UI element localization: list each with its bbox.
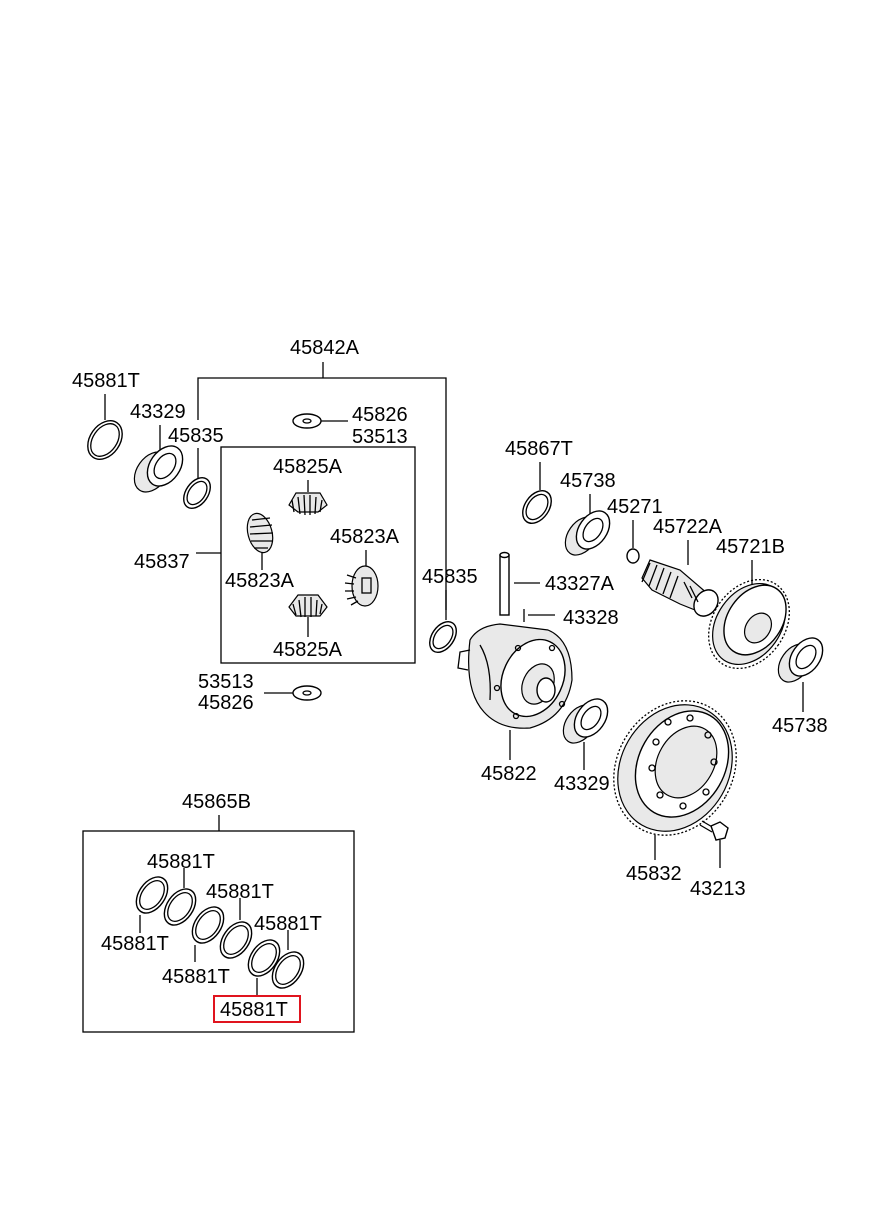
tapered-bearing-top[interactable] [127, 439, 190, 498]
kit-ring-6[interactable] [266, 946, 310, 994]
label-45271[interactable]: 45271 [607, 496, 663, 518]
kit-ring-3[interactable] [186, 901, 230, 949]
label-kit-d[interactable]: 45881T [101, 933, 169, 955]
label-kit-b[interactable]: 45881T [206, 881, 274, 903]
label-kit-highlighted[interactable]: 45881T [220, 999, 288, 1021]
label-43329-bottom[interactable]: 43329 [554, 773, 610, 795]
pinion-gear-top[interactable] [288, 492, 328, 516]
label-45835-right[interactable]: 45835 [422, 566, 478, 588]
label-kit-a[interactable]: 45881T [147, 851, 215, 873]
label-kit-e[interactable]: 45881T [162, 966, 230, 988]
label-45826-top[interactable]: 45826 [352, 404, 408, 426]
bolt-43213[interactable] [699, 820, 729, 841]
label-45721B[interactable]: 45721B [716, 536, 785, 558]
label-45842A[interactable]: 45842A [290, 337, 360, 359]
kit-ring-2[interactable] [158, 883, 202, 931]
pinion-washer-top[interactable] [292, 413, 322, 429]
bearing-45738-right[interactable] [771, 632, 829, 688]
kit-ring-1[interactable] [130, 871, 174, 919]
kit-ring-5[interactable] [242, 934, 286, 982]
ball-45271[interactable] [626, 548, 640, 564]
side-gear-right[interactable] [344, 565, 379, 607]
bearing-43329-bottom[interactable] [556, 693, 614, 749]
drive-pinion-45722A[interactable] [641, 559, 723, 621]
pinion-shaft-43327A[interactable] [499, 551, 510, 616]
shim-ring[interactable] [81, 414, 130, 466]
thrust-washer-right[interactable] [424, 617, 462, 657]
label-53513-bottom[interactable]: 53513 [198, 671, 254, 693]
shim-kit-box [82, 830, 355, 1033]
kit-ring-4[interactable] [214, 916, 258, 964]
label-45823A-left[interactable]: 45823A [225, 570, 295, 592]
label-45823A-right[interactable]: 45823A [330, 526, 400, 548]
ring-gear-45832[interactable] [590, 678, 760, 857]
label-45832[interactable]: 45832 [626, 863, 682, 885]
label-45881T-top[interactable]: 45881T [72, 370, 140, 392]
diff-gear-set-box [220, 446, 416, 664]
label-45825A-bottom[interactable]: 45825A [273, 639, 343, 661]
thrust-washer[interactable] [178, 473, 216, 513]
side-gear-left[interactable] [243, 511, 277, 556]
label-43327A[interactable]: 43327A [545, 573, 615, 595]
label-43329-top[interactable]: 43329 [130, 401, 186, 423]
label-45722A[interactable]: 45722A [653, 516, 723, 538]
driven-gear-45721B[interactable] [692, 564, 806, 684]
label-45867T[interactable]: 45867T [505, 438, 573, 460]
label-kit-c[interactable]: 45881T [254, 913, 322, 935]
bearing-45738-top[interactable] [558, 505, 616, 561]
highlight-box [213, 995, 301, 1023]
label-43328[interactable]: 43328 [563, 607, 619, 629]
shim-45867T[interactable] [517, 485, 557, 528]
label-45822[interactable]: 45822 [481, 763, 537, 785]
pinion-gear-bottom[interactable] [288, 594, 328, 618]
label-45738-top[interactable]: 45738 [560, 470, 616, 492]
label-45738-right[interactable]: 45738 [772, 715, 828, 737]
label-45826-bottom[interactable]: 45826 [198, 692, 254, 714]
label-53513-top[interactable]: 53513 [352, 426, 408, 448]
label-43213[interactable]: 43213 [690, 878, 746, 900]
pinion-washer-bottom[interactable] [292, 685, 322, 701]
label-45825A-top[interactable]: 45825A [273, 456, 343, 478]
label-45837[interactable]: 45837 [134, 551, 190, 573]
label-45865B[interactable]: 45865B [182, 791, 251, 813]
label-45835-top[interactable]: 45835 [168, 425, 224, 447]
differential-case-45822[interactable] [457, 623, 577, 729]
